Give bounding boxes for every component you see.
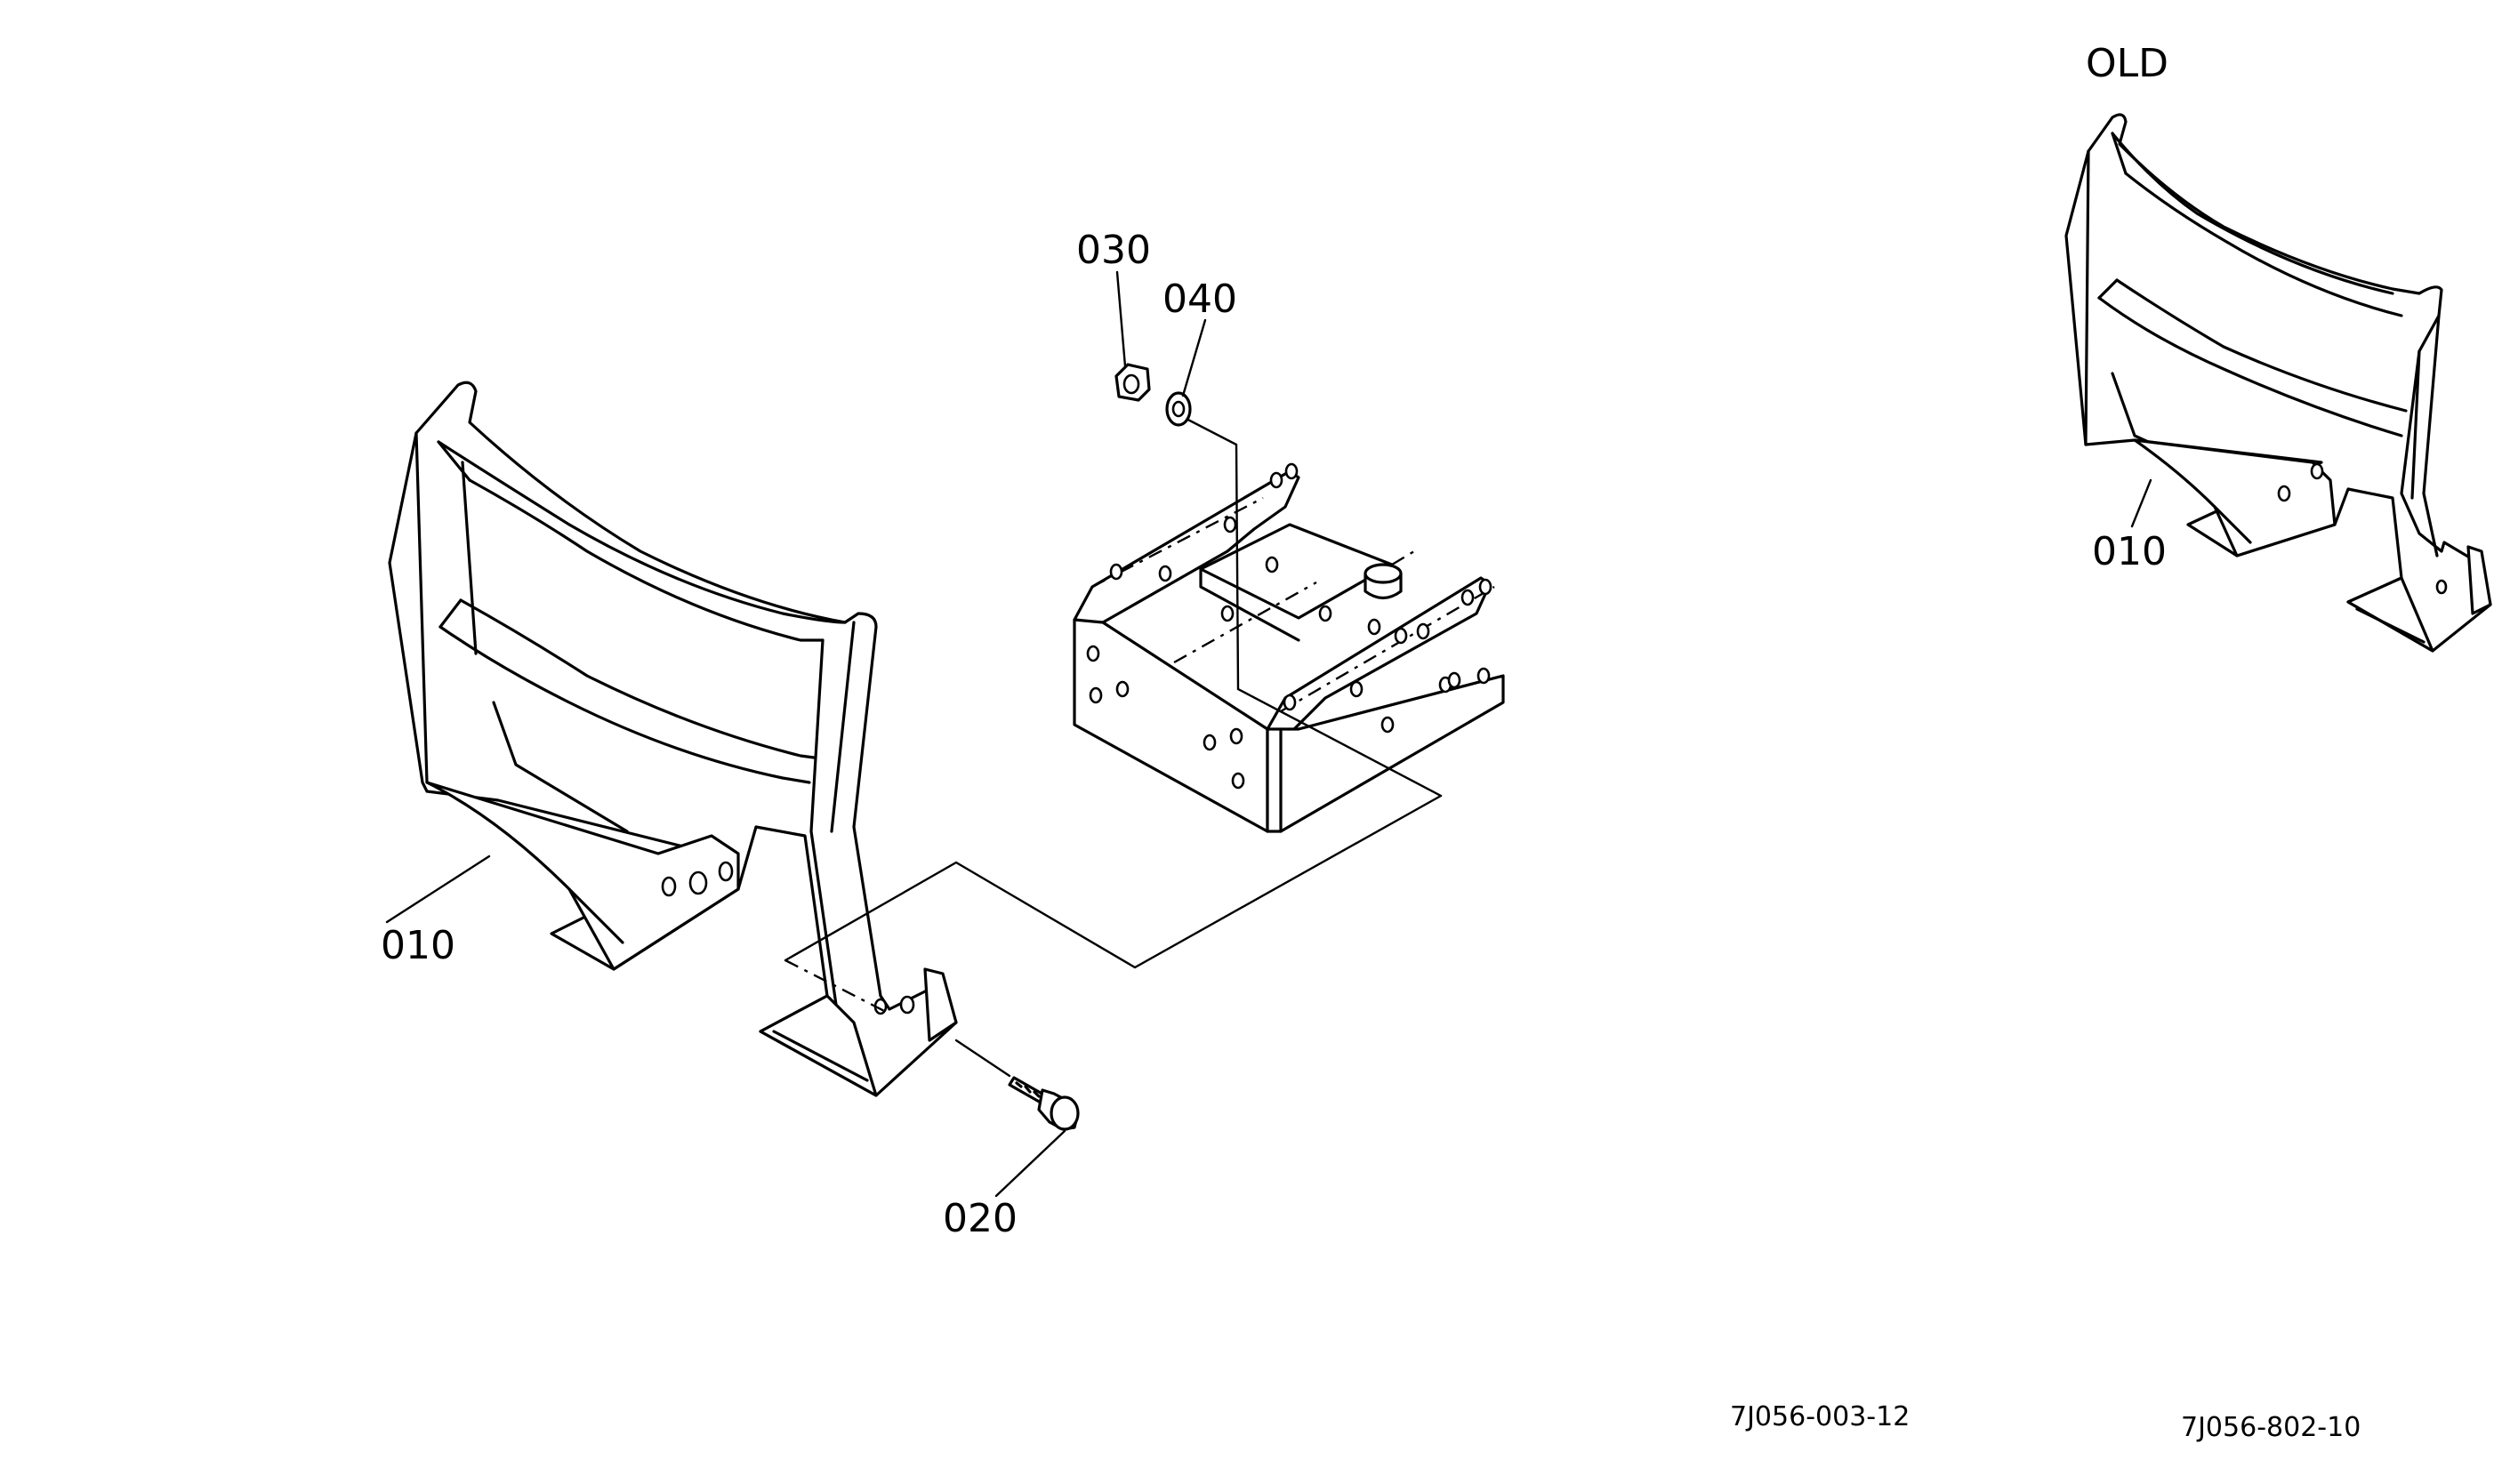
old-label: OLD <box>2086 41 2168 86</box>
washer-040 <box>1165 391 1192 427</box>
front-guard-frame-main <box>388 381 958 1097</box>
callout-030: 030 <box>1076 228 1151 273</box>
assembly-lines <box>784 414 1443 1078</box>
figure-code-right: 7J056-802-10 <box>2181 1412 2361 1443</box>
bolt-020 <box>1008 1076 1080 1131</box>
callout-leaders <box>385 270 2152 1198</box>
chassis-frame <box>1073 462 1505 833</box>
nut-030 <box>1114 363 1151 402</box>
figure-code-left: 7J056-003-12 <box>1730 1401 1910 1432</box>
callout-020: 020 <box>943 1196 1018 1241</box>
callout-040: 040 <box>1162 277 1237 322</box>
callout-010-main: 010 <box>381 923 455 968</box>
front-guard-frame-old <box>2064 113 2492 653</box>
callout-010-old: 010 <box>2092 529 2167 574</box>
